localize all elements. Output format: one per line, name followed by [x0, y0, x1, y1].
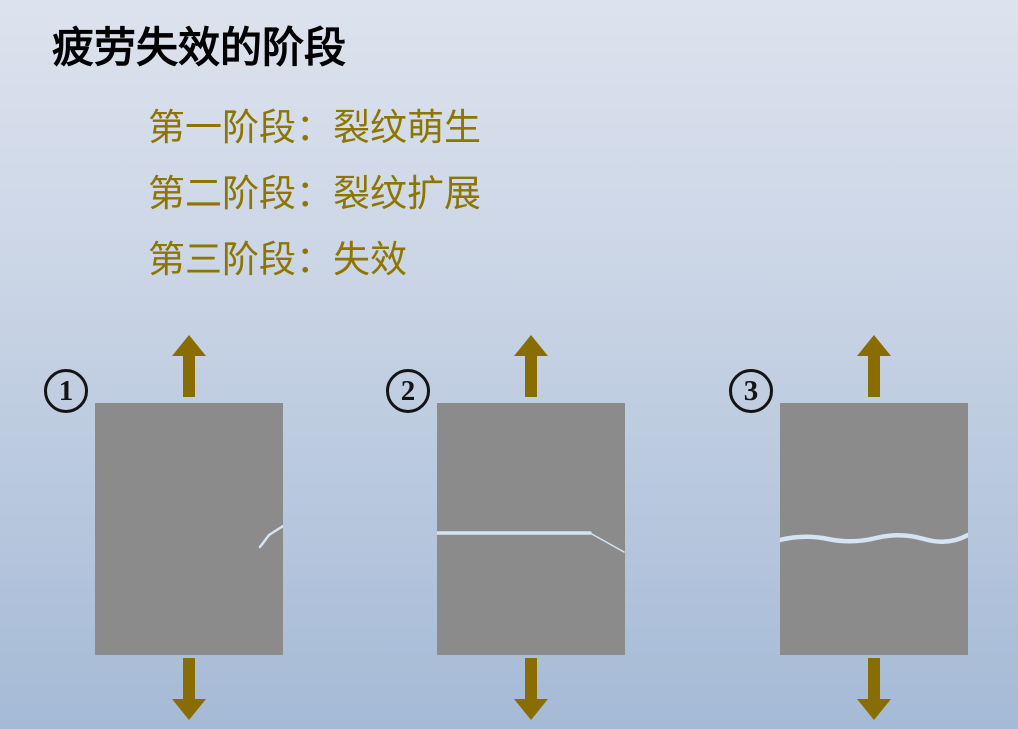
crack-propagation-line	[437, 531, 625, 553]
tension-down-arrow-icon	[514, 658, 548, 720]
specimen-3-number: 3	[743, 374, 759, 407]
tension-up-arrow-icon	[514, 335, 548, 397]
specimen-1-number-badge: 1	[44, 369, 88, 413]
stage-line-3: 第三阶段：失效	[148, 240, 407, 281]
tension-up-arrow-icon	[857, 335, 891, 397]
specimen-1-number: 1	[58, 374, 74, 407]
full-fracture-line	[780, 532, 968, 544]
specimen-2-number: 2	[400, 374, 416, 407]
specimen-2-group: 2	[370, 335, 630, 725]
page-title: 疲劳失效的阶段	[52, 26, 347, 72]
specimen-1-group: 1	[28, 335, 288, 725]
tension-down-arrow-icon	[857, 658, 891, 720]
stage-line-2: 第二阶段：裂纹扩展	[148, 174, 481, 215]
specimen-3-number-badge: 3	[729, 369, 773, 413]
tension-up-arrow-icon	[172, 335, 206, 397]
specimen-2-number-badge: 2	[386, 369, 430, 413]
stage-line-1: 第一阶段：裂纹萌生	[148, 108, 481, 149]
stage-list: 第一阶段：裂纹萌生 第二阶段：裂纹扩展 第三阶段：失效	[148, 96, 481, 294]
specimen-2-block	[437, 403, 625, 655]
specimen-3-block	[780, 403, 968, 655]
crack-initiation-line	[258, 524, 283, 549]
specimen-1-block	[95, 403, 283, 655]
specimen-3-group: 3	[713, 335, 973, 725]
tension-down-arrow-icon	[172, 658, 206, 720]
